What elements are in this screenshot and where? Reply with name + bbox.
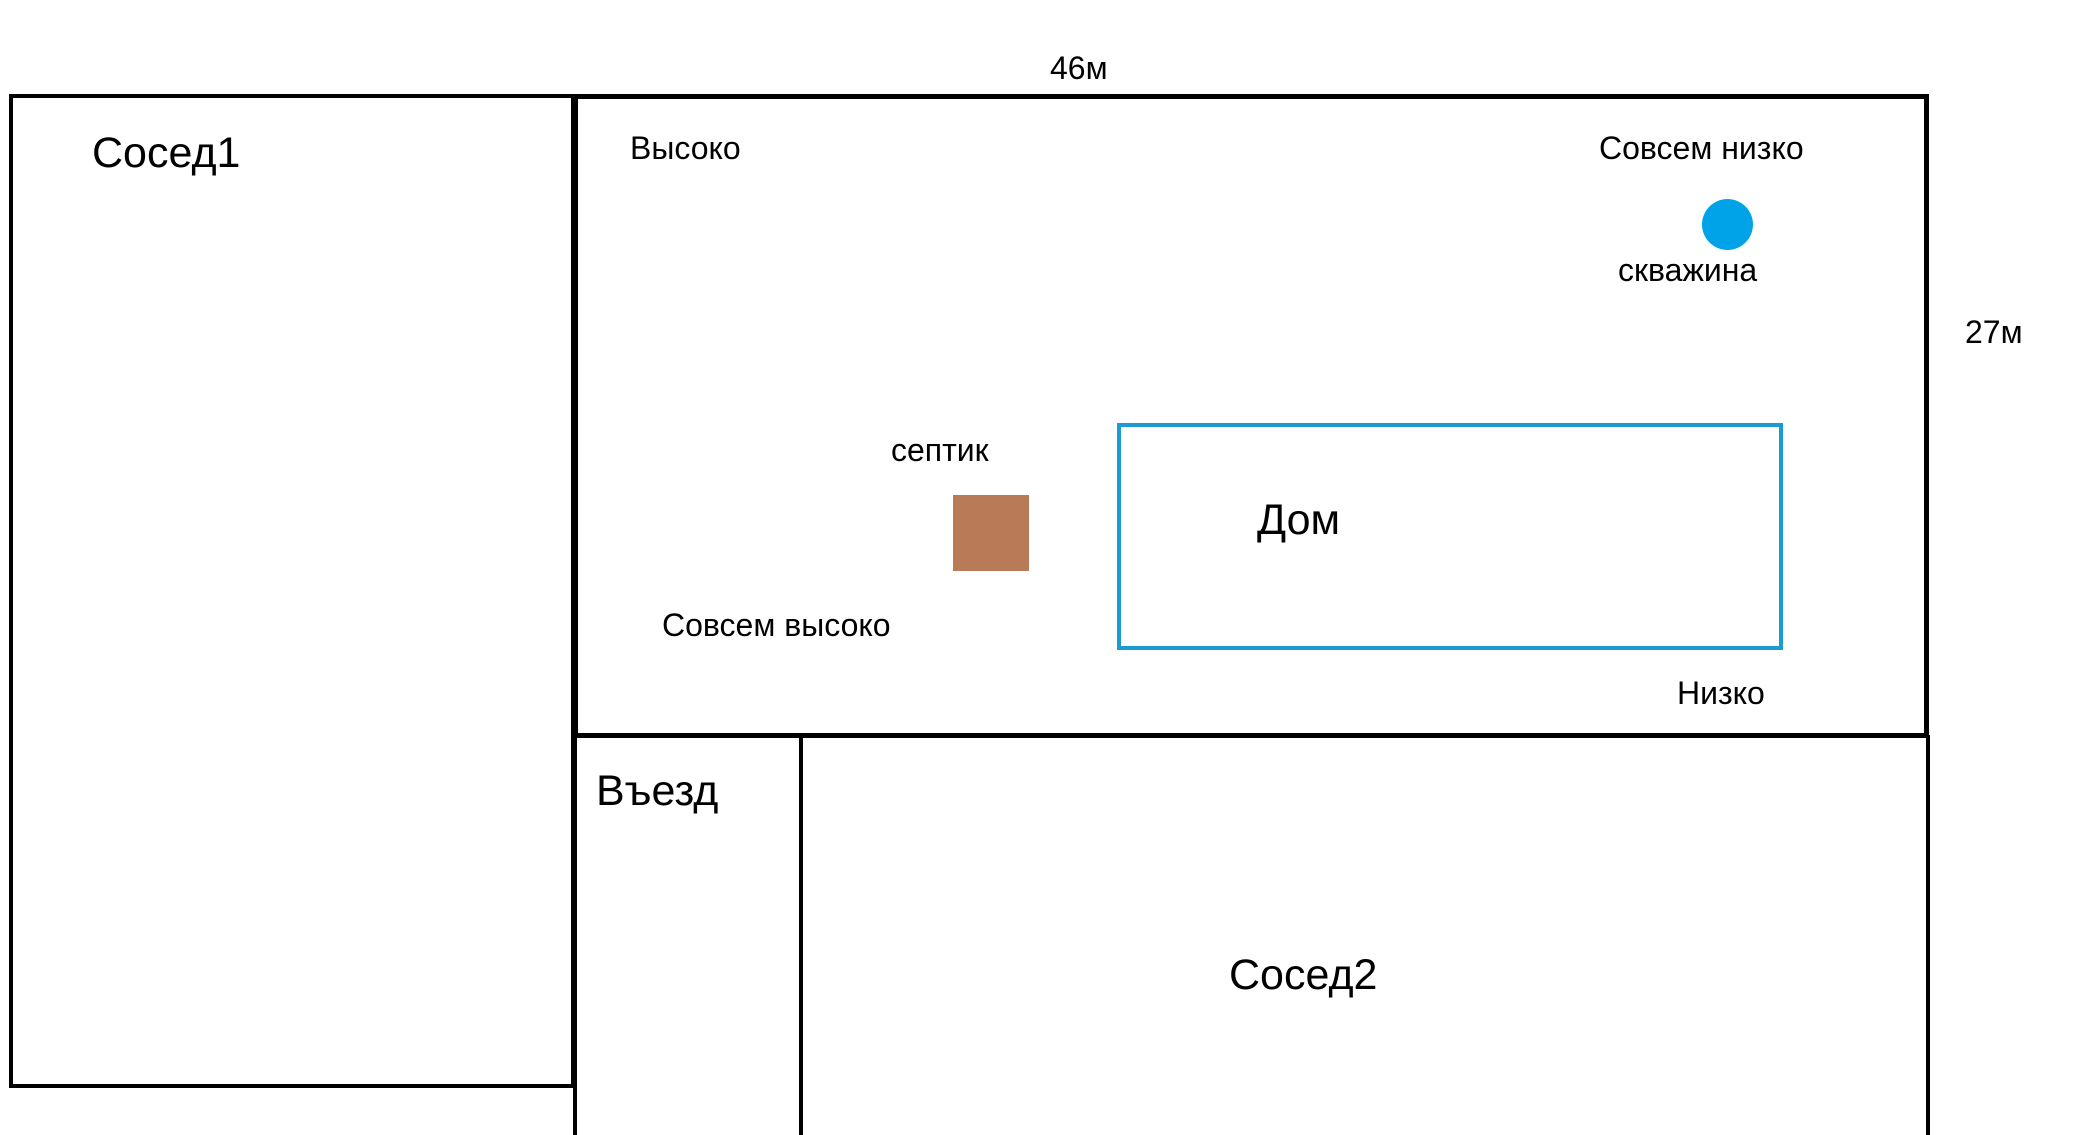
- elevation-very-low-label: Совсем низко: [1599, 130, 1804, 166]
- entrance-label: Въезд: [596, 767, 719, 815]
- elevation-very-high-label: Совсем высоко: [662, 607, 891, 643]
- height-label: 27м: [1965, 314, 2023, 350]
- neighbor2-right-line: [1926, 735, 1930, 1135]
- house-outline: [1117, 423, 1783, 650]
- width-label: 46м: [1050, 50, 1108, 86]
- well-label: скважина: [1618, 252, 1758, 288]
- septic-tank: [953, 495, 1029, 571]
- entrance-divider-line: [799, 735, 803, 1135]
- septic-label: септик: [891, 432, 989, 468]
- neighbor1-plot: [9, 94, 575, 1088]
- house-label: Дом: [1257, 496, 1341, 544]
- well-marker: [1702, 199, 1753, 250]
- neighbor2-label: Сосед2: [1229, 951, 1378, 999]
- main-plot: [573, 94, 1929, 738]
- elevation-low-label: Низко: [1677, 675, 1765, 711]
- elevation-high-label: Высоко: [630, 130, 741, 166]
- entrance-left-line: [573, 735, 577, 1135]
- neighbor1-label: Сосед1: [92, 129, 241, 177]
